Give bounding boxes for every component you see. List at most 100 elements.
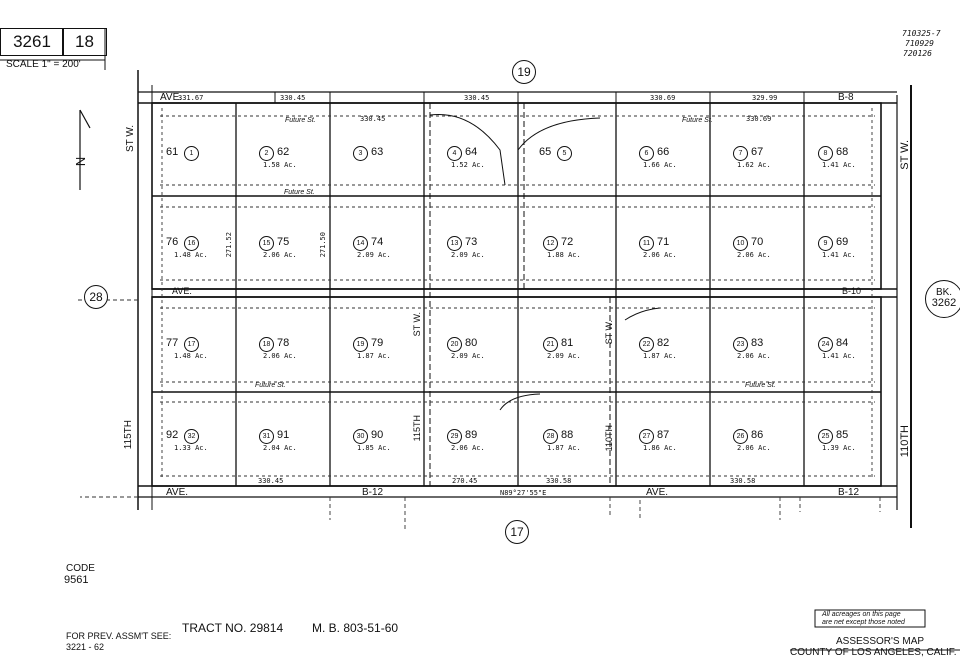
parcel-circle-number: 1: [184, 146, 199, 161]
parcel-area: 1.41 Ac.: [822, 161, 856, 169]
future-street-label-2: Future St.: [284, 189, 315, 196]
parcel-area: 1.33 Ac.: [174, 444, 208, 452]
parcel-area: 1.85 Ac.: [357, 444, 391, 452]
parcel-area: 1.48 Ac.: [174, 352, 208, 360]
parcel-number: 80: [465, 337, 478, 349]
future-street-label-3: Future St.: [255, 382, 286, 389]
street-south-ave-2-num: B-12: [838, 487, 860, 498]
dimension-top-7: 329.99: [752, 94, 778, 102]
acreage-note-1: All acreages on this page: [822, 611, 901, 618]
parcel-area: 1.87 Ac.: [643, 352, 677, 360]
parcel-number: 65: [539, 146, 552, 158]
parcel-circle-number: 7: [733, 146, 748, 161]
parcel-number: 62: [277, 146, 290, 158]
parcel-number: 88: [561, 429, 574, 441]
parcel-61[interactable]: 61 1: [164, 146, 224, 177]
parcel-area: 2.09 Ac.: [547, 352, 581, 360]
parcel-circle-number: 28: [543, 429, 558, 444]
bearing-label: N89°27'55"E: [500, 489, 547, 497]
future-street-label-1: Future St.: [285, 117, 316, 124]
adjacent-page-north-text: 19: [517, 65, 531, 79]
revision-code-3: 720126: [903, 49, 932, 58]
parcel-number: 72: [561, 236, 574, 248]
page-number-text: 18: [75, 32, 94, 51]
parcel-circle-number: 30: [353, 429, 368, 444]
adjacent-book-east[interactable]: BK. 3262: [925, 280, 960, 318]
parcel-circle-number: 14: [353, 236, 368, 251]
parcel-number: 82: [657, 337, 670, 349]
adjacent-page-west[interactable]: 28: [84, 285, 108, 309]
parcel-circle-number: 32: [184, 429, 199, 444]
parcel-circle-number: 17: [184, 337, 199, 352]
tract-number: TRACT NO. 29814: [182, 621, 284, 635]
adjacent-page-south-text: 17: [510, 525, 524, 539]
parcel-circle-number: 20: [447, 337, 462, 352]
revision-code-1: 710325-7: [902, 29, 941, 38]
adjacent-page-south[interactable]: 17: [505, 520, 529, 544]
acreage-note-2: are net except those noted: [822, 619, 905, 626]
dimension-bottom-4: 330.58: [730, 477, 756, 485]
county-title: COUNTY OF LOS ANGELES, CALIF.: [790, 648, 957, 658]
street-south-ave: AVE.: [166, 487, 189, 498]
parcel-number: 81: [561, 337, 574, 349]
parcel-circle-number: 4: [447, 146, 462, 161]
north-arrow-icon: [79, 109, 91, 190]
parcel-area: 2.09 Ac.: [357, 251, 391, 259]
prev-assessment-label: FOR PREV. ASSM'T SEE:: [66, 631, 172, 641]
parcel-number: 61: [166, 146, 179, 158]
parcel-circle-number: 31: [259, 429, 274, 444]
scale-label: SCALE 1" = 200': [6, 59, 81, 70]
street-north-ave-num: B-8: [838, 92, 854, 103]
parcel-area: 1.48 Ac.: [174, 251, 208, 259]
parcel-circle-number: 11: [639, 236, 654, 251]
parcel-circle-number: 16: [184, 236, 199, 251]
parcel-circle-number: 26: [733, 429, 748, 444]
adjacent-page-north[interactable]: 19: [512, 60, 536, 84]
street-mid-st-1: ST W.: [412, 312, 422, 337]
parcel-area: 1.87 Ac.: [357, 352, 391, 360]
parcel-number: 86: [751, 429, 764, 441]
adjacent-page-west-text: 28: [89, 290, 103, 304]
parcel-number: 87: [657, 429, 670, 441]
parcel-number: 71: [657, 236, 670, 248]
parcel-area: 1.62 Ac.: [737, 161, 771, 169]
street-mid-ave-num: B-10: [842, 286, 862, 296]
code-label: CODE: [66, 563, 95, 574]
parcel-area: 1.41 Ac.: [822, 251, 856, 259]
parcel-circle-number: 15: [259, 236, 274, 251]
parcel-circle-number: 13: [447, 236, 462, 251]
parcel-area: 1.52 Ac.: [451, 161, 485, 169]
